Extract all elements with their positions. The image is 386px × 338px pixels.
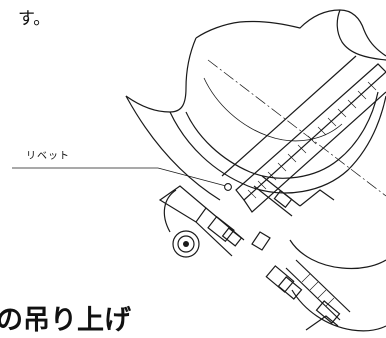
eye-ring [163,189,200,258]
section-heading-fragment: の吊り上げ [0,305,131,336]
housing-outline [125,9,386,201]
rivet-callout [12,167,232,191]
clamp-plate [221,55,386,213]
rivet-label: リベット [26,151,70,162]
body-text-fragment: す。 [18,9,51,29]
rotor-ring [169,77,386,194]
bolt-detail-view [265,239,386,332]
center-line [207,59,386,197]
lower-bolt-assembly [158,175,335,257]
